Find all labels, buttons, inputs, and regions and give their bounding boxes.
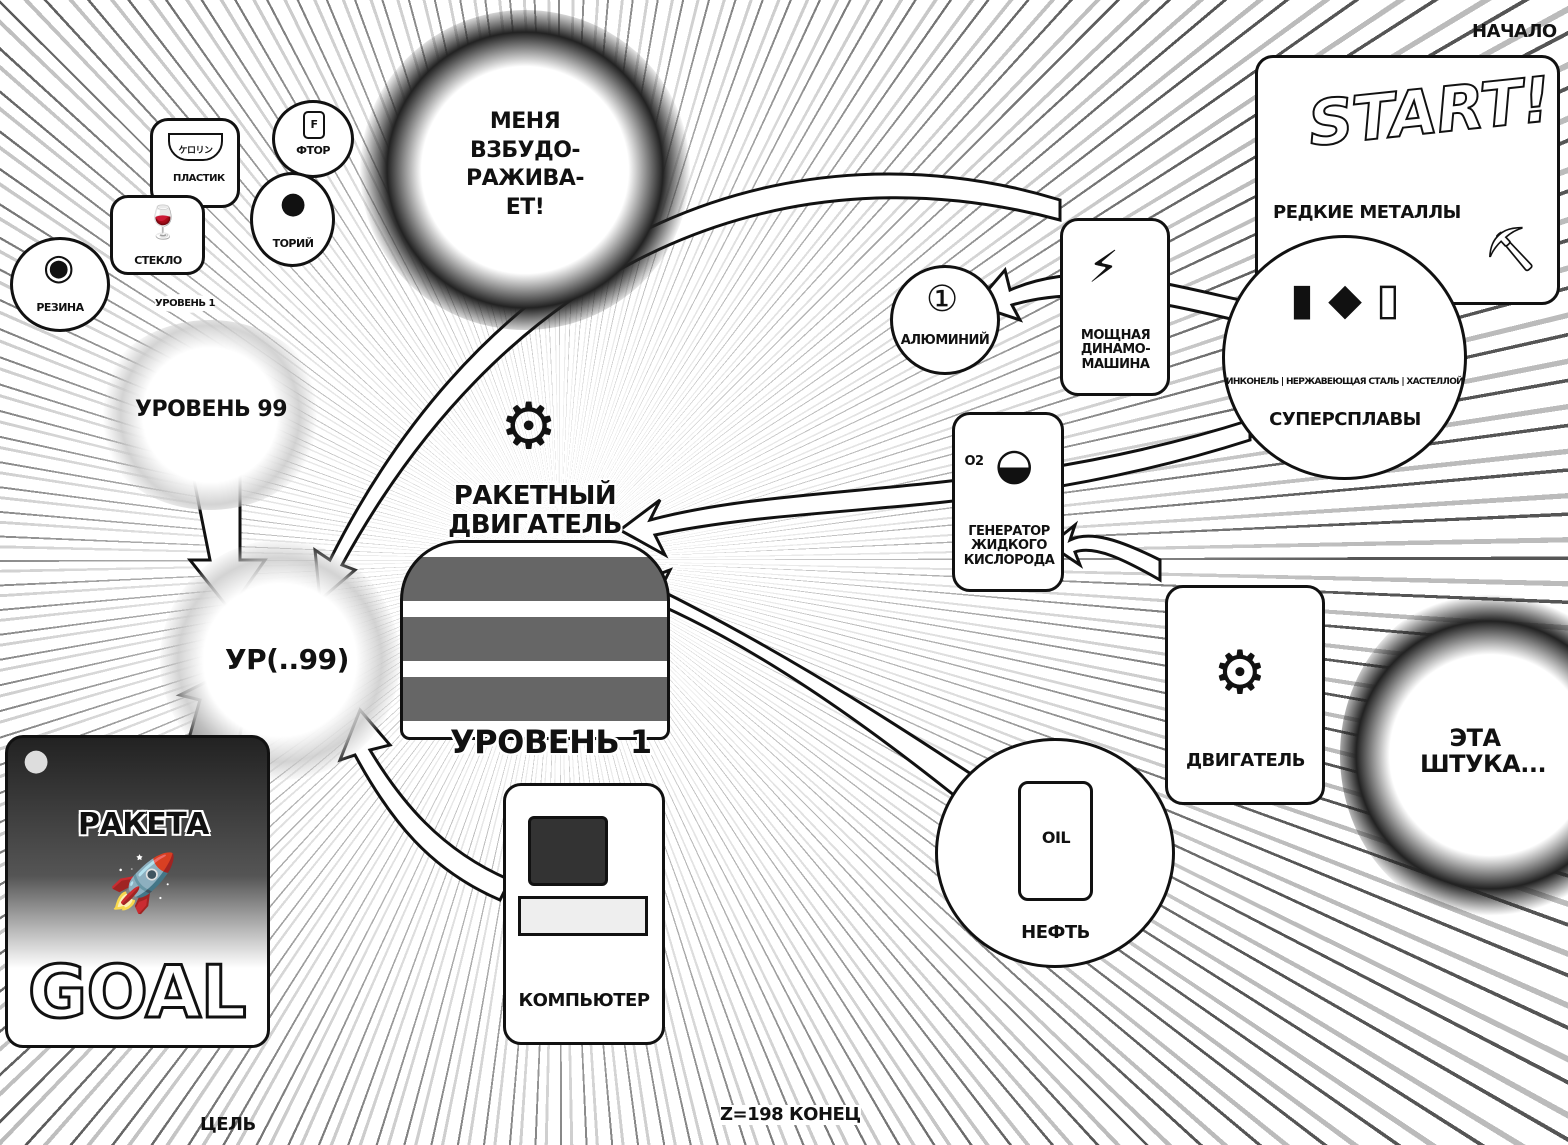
coin-icon: ①: [926, 279, 959, 320]
this-thing-burst: [1340, 590, 1568, 920]
rare-metals-label: РЕДКИЕ МЕТАЛЛЫ: [1273, 202, 1461, 223]
level99-upper-glow: [95, 320, 325, 510]
aluminium-label: АЛЮМИНИЙ: [900, 333, 990, 348]
rubber-label: РЕЗИНА: [36, 301, 84, 314]
rocket-icon: 🚀: [108, 851, 178, 916]
rocket-nozzle: [400, 540, 670, 740]
thorium-label: ТОРИЙ: [272, 237, 314, 250]
excited-label: МЕНЯ ВЗБУДО-РАЖИВА-ЕТ!: [466, 109, 584, 220]
goal-panel: ● 🚀 РАКЕТА GOAL: [5, 735, 270, 1048]
goal-title: GOAL: [27, 950, 248, 1034]
level99-upper-label: УРОВЕНЬ 99: [135, 397, 288, 422]
materials-level1-label: УРОВЕНЬ 1: [155, 294, 215, 313]
oil-label: НЕФТЬ: [1021, 922, 1090, 943]
superalloys-title: СУПЕРСПЛАВЫ: [1269, 409, 1421, 430]
computer-node: КОМПЬЮТЕР: [503, 783, 665, 1045]
rubber-node: ◉ РЕЗИНА: [10, 237, 110, 332]
plastic-node: ケロリン ПЛАСТИК: [150, 118, 240, 208]
level99-lower-label: УР(..99): [225, 643, 349, 676]
plastic-label: ПЛАСТИК: [173, 173, 225, 184]
aluminium-node: ① АЛЮМИНИЙ: [890, 265, 1000, 375]
superalloys-node: ▮ ◆ ▯ ИНКОНЕЛЬ | НЕРЖАВЕЮЩАЯ СТАЛЬ | ХАС…: [1222, 235, 1467, 480]
oil-barrel-icon: OIL: [1018, 781, 1093, 901]
arrow-superalloys-to-engine: [617, 417, 1252, 559]
computer-label: КОМПЬЮТЕР: [518, 990, 650, 1011]
chapter-footer: Z=198 КОНЕЦ: [720, 1104, 861, 1125]
arrow-oil-to-rocket-engine: [627, 567, 983, 803]
lightning-icon: ⚡: [1088, 242, 1119, 293]
excited-burst: [360, 10, 690, 330]
rocket-engine-pipes-icon: ⚙: [500, 390, 558, 464]
engine-label: ДВИГАТЕЛЬ: [1186, 750, 1305, 771]
rock-icon: ●: [280, 186, 307, 221]
wine-glass-icon: 🍷: [143, 203, 183, 241]
this-thing-label: ЭТА ШТУКА...: [1420, 724, 1547, 779]
fluorine-node: F ФТОР: [272, 100, 354, 178]
fluorine-bottle-icon: F: [303, 111, 325, 139]
oxygen-tank-icon: ◒: [995, 439, 1034, 490]
rocket-engine-label: РАКЕТНЫЙ ДВИГАТЕЛЬ: [448, 481, 622, 540]
glass-node: 🍷 СТЕКЛО: [110, 195, 205, 275]
oxygen-generator-node: O2 ◒ ГЕНЕРАТОР ЖИДКОГО КИСЛОРОДА: [952, 412, 1064, 592]
moon-icon: ●: [23, 743, 50, 778]
superalloys-subtitle: ИНКОНЕЛЬ | НЕРЖАВЕЮЩАЯ СТАЛЬ | ХАСТЕЛЛОЙ: [1226, 377, 1464, 387]
dynamo-node: ⚡ МОЩНАЯ ДИНАМО-МАШИНА: [1060, 218, 1170, 396]
oxygen-symbol: O2: [964, 454, 984, 469]
keyboard-icon: [518, 896, 648, 936]
rocket-engine-level: УРОВЕНЬ 1: [450, 723, 652, 761]
oil-node: OIL НЕФТЬ: [935, 738, 1175, 968]
alloy-bars-icon: ▮ ◆ ▯: [1289, 274, 1401, 325]
glass-label: СТЕКЛО: [134, 254, 182, 267]
engine-node: ⚙ ДВИГАТЕЛЬ: [1165, 585, 1325, 805]
rocket-label: РАКЕТА: [78, 807, 209, 842]
arrow-engine-to-oxygen: [1047, 520, 1162, 583]
fluorine-label: ФТОР: [296, 144, 330, 157]
start-title: START!: [1304, 62, 1555, 162]
goal-caption: ЦЕЛЬ: [200, 1114, 256, 1135]
engine-icon: ⚙: [1213, 638, 1267, 708]
computer-screen-icon: [528, 816, 608, 886]
plastic-cup-icon: ケロリン: [168, 133, 223, 161]
oil-barrel-label: OIL: [1041, 828, 1071, 847]
oxygen-generator-label: ГЕНЕРАТОР ЖИДКОГО КИСЛОРОДА: [963, 524, 1055, 568]
dynamo-label: МОЩНАЯ ДИНАМО-МАШИНА: [1080, 328, 1151, 372]
pickaxe-icon: ⛏: [1483, 224, 1539, 275]
start-corner-label: НАЧАЛО: [1472, 21, 1557, 42]
thorium-node: ● ТОРИЙ: [250, 172, 335, 267]
tire-icon: ◉: [43, 247, 75, 288]
